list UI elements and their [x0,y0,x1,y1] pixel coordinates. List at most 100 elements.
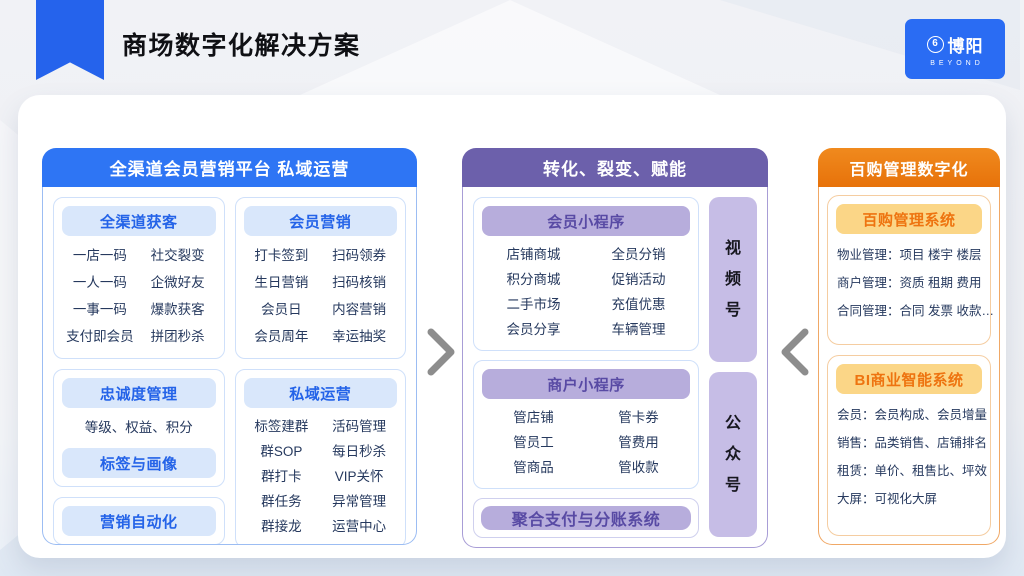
panel-mall-management-body: 百购管理系统 物业管理：项目 楼宇 楼层 商户管理：资质 租期 费用 合同管理：… [818,187,1000,545]
panel-mall-management-header: 百购管理数字化 [818,148,1000,187]
feature-item: 异常管理 [332,494,387,509]
feature-item: 一人一码 [72,275,127,290]
feature-item: 会员周年 [254,329,309,344]
detail-line: 商户管理：资质 租期 费用 [837,276,982,290]
detail-line: 物业管理：项目 楼宇 楼层 [837,248,982,262]
card-member-app-title: 会员小程序 [482,206,690,236]
card-merchant-app-items: 管店铺 管卡券 管员工 管费用 管商品 管收款 [482,399,690,480]
card-bi-system-title: BI商业智能系统 [836,364,982,394]
card-payment-system-title: 聚合支付与分账系统 [481,506,691,530]
card-payment-system: 聚合支付与分账系统 [473,498,699,538]
card-private-ops: 私域运营 标签建群 活码管理 群SOP 每日秒杀 群打卡 VIP关怀 群任务 异… [234,369,406,544]
feature-item: 打卡签到 [254,248,309,263]
feature-item: 爆款获客 [150,302,205,317]
card-merchant-app-title: 商户小程序 [482,369,690,399]
feature-item: 活码管理 [332,419,387,434]
chevron-left-icon [781,328,809,376]
loyalty-line: 等级、权益、积分 [84,420,193,435]
feature-item: 扫码核销 [332,275,387,290]
channel-video-box: 视频号 [709,197,757,362]
channel-video-label: 视频号 [724,239,741,320]
feature-item: 管员工 [513,435,554,450]
card-member-marketing-title: 会员营销 [243,206,397,236]
card-management-system-title: 百购管理系统 [836,204,982,234]
detail-line: 合同管理：合同 发票 收款… [837,304,994,318]
card-member-marketing: 会员营销 打卡签到 扫码领券 生日营销 扫码核销 会员日 内容营销 会员周年 幸… [234,197,406,359]
card-member-app: 会员小程序 店铺商城 全员分销 积分商城 促销活动 二手市场 充值优惠 会员分享… [473,197,699,351]
feature-item: 促销活动 [611,272,666,287]
feature-item: 群接龙 [261,519,302,534]
left-column: 全渠道获客 一店一码 社交裂变 一人一码 企微好友 一事一码 爆款获客 支付即会… [53,197,225,544]
channel-official-label: 公众号 [724,414,741,495]
feature-item: 内容营销 [332,302,387,317]
feature-item: 运营中心 [332,519,387,534]
feature-item: 群打卡 [261,469,302,484]
brand-logo: 6 博阳 BEYOND [905,19,1005,79]
feature-item: 会员分享 [506,322,561,337]
card-bi-system: BI商业智能系统 会员：会员构成、会员增量 销售：品类销售、店铺排名 租赁：单价… [827,355,991,536]
detail-line: 大屏：可视化大屏 [837,492,938,506]
feature-item: 标签建群 [254,419,309,434]
page-title: 商场数字化解决方案 [122,32,361,60]
logo-row: 6 博阳 [926,32,984,57]
feature-item: 群任务 [261,494,302,509]
card-management-system-lines: 物业管理：项目 楼宇 楼层 商户管理：资质 租期 费用 合同管理：合同 发票 收… [836,234,994,325]
feature-item: 二手市场 [506,297,561,312]
feature-item: 幸运抽奖 [332,329,387,344]
feature-item: 管卡券 [618,410,659,425]
logo-name: 博阳 [947,36,984,56]
card-management-system: 百购管理系统 物业管理：项目 楼宇 楼层 商户管理：资质 租期 费用 合同管理：… [827,195,994,345]
panel-conversion-header: 转化、裂变、赋能 [462,148,768,187]
detail-line: 销售：品类销售、店铺排名 [837,436,988,450]
feature-item: 支付即会员 [66,329,134,344]
panel-mall-management: 百购管理数字化 百购管理系统 物业管理：项目 楼宇 楼层 商户管理：资质 租期 … [818,148,1000,545]
card-bi-system-lines: 会员：会员构成、会员增量 销售：品类销售、店铺排名 租赁：单价、租售比、坪效 大… [836,394,988,513]
logo-circle-icon: 6 [926,35,944,53]
feature-item: 每日秒杀 [332,444,387,459]
feature-item: 一店一码 [72,248,127,263]
feature-item: 车辆管理 [611,322,666,337]
feature-item: 管费用 [618,435,659,450]
card-merchant-app: 商户小程序 管店铺 管卡券 管员工 管费用 管商品 管收款 [473,360,699,489]
feature-item: 全员分销 [611,247,666,262]
feature-item: 充值优惠 [611,297,666,312]
logo-subtitle: BEYOND [930,59,984,67]
card-tags-title: 标签与画像 [62,448,216,478]
feature-item: VIP关怀 [334,469,384,484]
card-acquisition: 全渠道获客 一店一码 社交裂变 一人一码 企微好友 一事一码 爆款获客 支付即会… [53,197,225,359]
feature-item: 群SOP [260,444,303,459]
feature-item: 一事一码 [72,302,127,317]
panel-conversion-body: 会员小程序 店铺商城 全员分销 积分商城 促销活动 二手市场 充值优惠 会员分享… [462,187,768,548]
card-member-marketing-items: 打卡签到 扫码领券 生日营销 扫码核销 会员日 内容营销 会员周年 幸运抽奖 [244,236,398,350]
feature-item: 店铺商城 [506,247,561,262]
card-private-ops-items: 标签建群 活码管理 群SOP 每日秒杀 群打卡 VIP关怀 群任务 异常管理 群… [244,408,398,539]
feature-item: 扫码领券 [332,248,387,263]
chevron-right-icon [427,328,455,376]
card-member-app-items: 店铺商城 全员分销 积分商城 促销活动 二手市场 充值优惠 会员分享 车辆管理 [482,236,690,342]
card-acquisition-title: 全渠道获客 [62,206,216,236]
card-private-ops-title: 私域运营 [243,378,397,408]
panel-omnichannel-body: 全渠道获客 一店一码 社交裂变 一人一码 企微好友 一事一码 爆款获客 支付即会… [42,187,417,545]
detail-line: 会员：会员构成、会员增量 [837,408,988,422]
feature-item: 管收款 [618,460,659,475]
detail-line: 租赁：单价、租售比、坪效 [837,464,988,478]
background-polygon [300,0,720,95]
miniapp-column: 会员小程序 店铺商城 全员分销 积分商城 促销活动 二手市场 充值优惠 会员分享… [473,197,699,538]
feature-item: 管店铺 [513,410,554,425]
feature-item: 拼团秒杀 [150,329,205,344]
channel-column: 视频号 公众号 [709,197,757,537]
feature-item: 管商品 [513,460,554,475]
right-column: 会员营销 打卡签到 扫码领券 生日营销 扫码核销 会员日 内容营销 会员周年 幸… [234,197,406,544]
feature-item: 会员日 [261,302,302,317]
card-automation-title: 营销自动化 [62,506,216,536]
feature-item: 生日营销 [254,275,309,290]
card-loyalty-title: 忠诚度管理 [62,378,216,408]
main-content-card: 全渠道会员营销平台 私域运营 全渠道获客 一店一码 社交裂变 一人一码 企微好友… [18,95,1006,558]
card-automation: 营销自动化 [53,497,225,544]
card-acquisition-items: 一店一码 社交裂变 一人一码 企微好友 一事一码 爆款获客 支付即会员 拼团秒杀 [62,236,216,350]
panel-omnichannel-header: 全渠道会员营销平台 私域运营 [42,148,417,187]
panel-conversion: 转化、裂变、赋能 会员小程序 店铺商城 全员分销 积分商城 促销活动 二手市场 … [462,148,768,548]
bookmark-ribbon-icon [36,0,104,80]
feature-item: 社交裂变 [150,248,205,263]
